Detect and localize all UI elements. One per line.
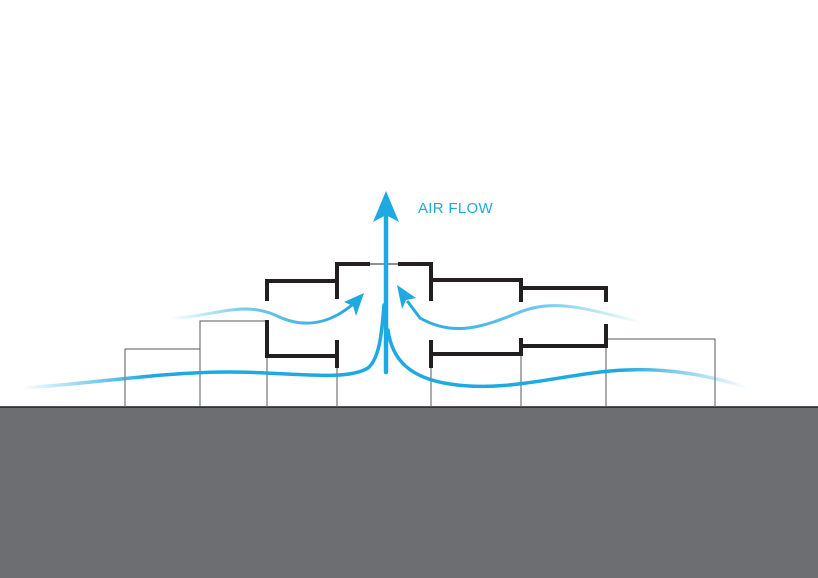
building-outline-left — [199, 320, 267, 407]
upper-right-airflow — [406, 300, 644, 331]
ground — [0, 407, 818, 578]
upper-left-airflow — [168, 303, 354, 325]
air-flow-streams — [20, 209, 750, 390]
neighbouring-buildings — [124, 320, 716, 407]
building-outline-far-right — [606, 338, 716, 407]
air-flow-label: AIR FLOW — [418, 200, 493, 217]
airflow-arrowheads — [344, 191, 416, 316]
lower-right-airflow — [386, 328, 750, 390]
lower-left-airflow — [20, 303, 386, 390]
building-outline-far-left — [124, 348, 200, 407]
building-section — [265, 262, 608, 368]
upper-left-airflow-arrowhead — [344, 293, 364, 316]
rising-airflow-arrowhead — [373, 191, 399, 222]
upper-right-airflow-arrowhead — [397, 285, 416, 309]
